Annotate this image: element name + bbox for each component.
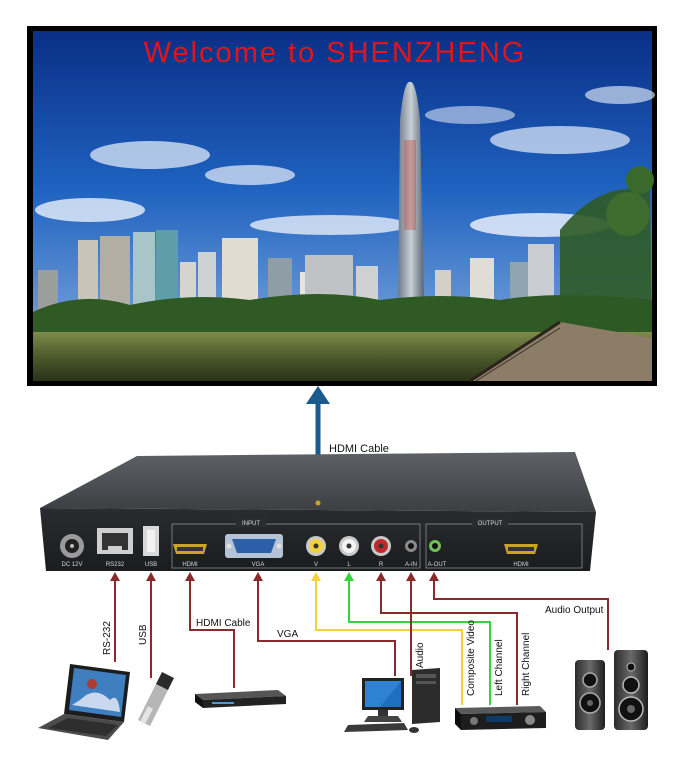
- dvd-player-icon: [195, 690, 286, 708]
- speakers-icon: [575, 650, 648, 730]
- composite-video-cable-line: [315, 575, 463, 705]
- left-channel-arrow: [344, 572, 354, 581]
- video-port-label: V: [314, 562, 318, 568]
- usb-port-label: USB: [145, 562, 157, 568]
- dc-port-label: DC 12V: [61, 562, 82, 568]
- display-screen: Welcome to SHENZHENG: [27, 26, 657, 386]
- hdmi-input-cable-line: [189, 575, 235, 688]
- usb-label: USB: [138, 624, 149, 645]
- status-led: [315, 500, 321, 506]
- right-channel-cable-line: [380, 575, 518, 705]
- composite-video-arrow: [311, 572, 321, 581]
- input-section-frame: [171, 523, 421, 569]
- vga-cable-line: [257, 575, 396, 676]
- usb-arrow: [146, 572, 156, 581]
- rs232-label: RS-232: [102, 621, 113, 655]
- left-channel-label: Left Channel: [494, 639, 505, 696]
- desktop-computer-icon: [344, 668, 440, 733]
- vga-label: VGA: [277, 629, 298, 640]
- right-channel-arrow: [376, 572, 386, 581]
- audio-right-port-label: R: [379, 562, 384, 568]
- audio-output-cable-line: [433, 575, 609, 650]
- audio-out-jack[interactable]: A-OUT: [428, 540, 447, 568]
- rca-audio-right-port[interactable]: R: [371, 536, 391, 568]
- hdmi-output-cable-label: HDMI Cable: [329, 443, 389, 455]
- rca-audio-left-port[interactable]: L: [339, 536, 359, 568]
- rca-video-port[interactable]: V: [306, 536, 326, 568]
- right-speaker-icon: [614, 650, 648, 730]
- rs232-port[interactable]: RS232: [97, 528, 133, 568]
- rs232-arrow: [110, 572, 120, 581]
- hdmi-output-port[interactable]: HDMI: [504, 544, 538, 568]
- dc-power-port[interactable]: DC 12V: [60, 534, 84, 568]
- output-section-label: OUTPUT: [478, 521, 503, 527]
- left-speaker-icon: [575, 660, 605, 730]
- audio-output-label: Audio Output: [545, 605, 604, 616]
- screen-headline: Welcome to SHENZHENG: [144, 37, 527, 69]
- rs232-port-label: RS232: [106, 562, 125, 568]
- city-photo: [33, 31, 655, 383]
- right-channel-label: Right Channel: [521, 633, 532, 696]
- audio-in-jack[interactable]: A-IN: [405, 540, 417, 568]
- connection-cables: [110, 572, 609, 705]
- left-channel-cable-line: [348, 575, 491, 705]
- av-receiver-icon: [455, 706, 546, 730]
- cable-labels: RS-232 USB HDMI Cable VGA Audio Composit…: [102, 605, 604, 696]
- audio-output-arrow: [429, 572, 439, 581]
- usb-flash-drive-icon: [138, 672, 174, 726]
- audio-out-port-label: A-OUT: [428, 562, 447, 568]
- audio-left-port-label: L: [347, 562, 351, 568]
- vga-port-label: VGA: [252, 562, 265, 568]
- audio-label: Audio: [415, 642, 426, 668]
- audio-in-port-label: A-IN: [405, 562, 417, 568]
- composite-video-label: Composite Video: [466, 620, 477, 696]
- laptop-icon: [38, 664, 130, 740]
- hdmi-input-cable-label: HDMI Cable: [196, 618, 251, 629]
- vga-port[interactable]: VGA: [225, 534, 283, 568]
- box-top: [40, 452, 596, 512]
- input-section-label: INPUT: [242, 521, 260, 527]
- hdmi-input-port-label: HDMI: [182, 562, 198, 568]
- audio-in-arrow: [406, 572, 416, 581]
- media-player-box: INPUT OUTPUT DC 12V RS232 USB HDMI: [40, 452, 596, 571]
- hdmi-output-arrow: [306, 386, 330, 404]
- hdmi-input-port[interactable]: HDMI: [173, 544, 207, 568]
- hdmi-output-port-label: HDMI: [513, 562, 529, 568]
- hdmi-input-arrow: [185, 572, 195, 581]
- usb-port[interactable]: USB: [143, 526, 159, 568]
- vga-arrow: [253, 572, 263, 581]
